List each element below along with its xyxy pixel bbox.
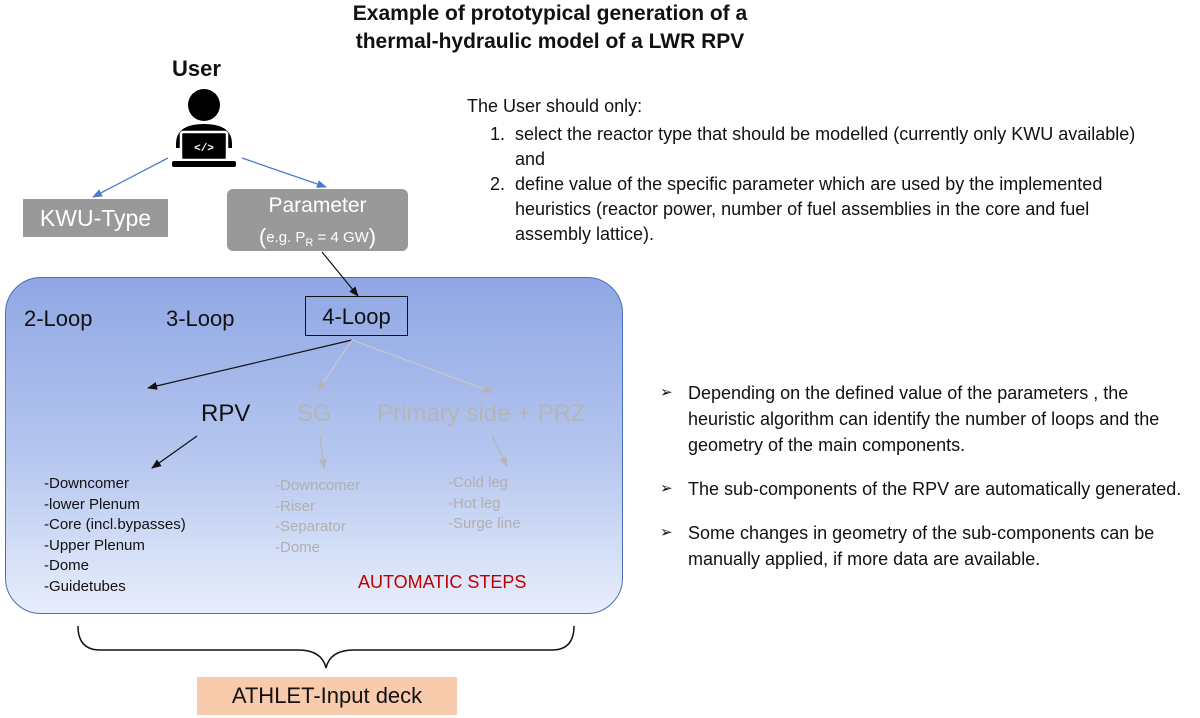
rpv-subcomponents: -Downcomer -lower Plenum -Core (incl.byp… xyxy=(44,474,186,597)
instructions-intro: The User should only: xyxy=(467,96,643,116)
arrow-4loop-to-primary xyxy=(351,339,493,393)
notes-list: ➢ Depending on the defined value of the … xyxy=(660,380,1195,590)
kwu-type-box: KWU-Type xyxy=(23,199,168,237)
curly-brace xyxy=(77,625,575,669)
arrow-parameter-to-4loop xyxy=(321,251,359,297)
user-laptop-icon: </> xyxy=(172,89,236,167)
arrow-primary-to-subcomponents xyxy=(491,435,508,467)
list-item: -Dome xyxy=(44,557,90,574)
list-item: -Downcomer xyxy=(44,475,130,492)
arrow-rpv-to-subcomponents xyxy=(151,435,198,469)
arrow-user-to-parameter xyxy=(241,157,327,188)
list-item: -Riser xyxy=(275,497,315,515)
user-label: User xyxy=(172,56,221,81)
sg-label: SG xyxy=(297,400,332,427)
list-item: -Guidetubes xyxy=(44,577,126,595)
loop-2: 2-Loop xyxy=(24,306,93,331)
list-item: ➢ Some changes in geometry of the sub-co… xyxy=(660,520,1195,572)
arrow-bullet-icon: ➢ xyxy=(660,384,673,401)
code-glyph: </> xyxy=(194,143,214,155)
title-line-1: Example of prototypical generation of a xyxy=(352,2,748,25)
parameter-formula: (e.g. PR = 4 GW) xyxy=(258,224,377,249)
parameter-label: Parameter xyxy=(268,194,367,217)
list-item: 1. select the reactor type that should b… xyxy=(490,124,1136,169)
kwu-type-label: KWU-Type xyxy=(39,205,152,231)
automatic-steps-region xyxy=(5,277,623,614)
list-item: ➢ The sub-components of the RPV are auto… xyxy=(660,476,1195,502)
list-item: 2. define value of the specific paramete… xyxy=(490,174,1103,244)
arrow-user-to-kwu xyxy=(92,157,169,198)
list-item: -Upper Plenum xyxy=(44,536,145,554)
list-item: -Dome xyxy=(275,538,321,556)
primary-subcomponents: -Cold leg -Hot leg -Surge line xyxy=(448,473,521,535)
loop-4-box: 4-Loop xyxy=(305,296,408,336)
parameter-box: Parameter (e.g. PR = 4 GW) xyxy=(227,189,408,251)
list-item: -Separator xyxy=(275,518,346,535)
list-item: -Cold leg xyxy=(448,474,509,491)
rpv-label: RPV xyxy=(201,400,251,427)
arrow-bullet-icon: ➢ xyxy=(660,524,673,541)
diagram-title: Example of prototypical generation of a … xyxy=(230,0,870,56)
sg-subcomponents: -Downcomer -Riser -Separator -Dome xyxy=(275,476,360,558)
list-item: -Core (incl.bypasses) xyxy=(44,516,186,533)
title-line-2: thermal-hydraulic model of a LWR RPV xyxy=(355,30,745,53)
list-item: -Hot leg xyxy=(448,494,501,512)
primary-side-label: Primary side + PRZ xyxy=(377,400,586,427)
arrow-4loop-to-rpv xyxy=(147,339,353,390)
list-item: -Surge line xyxy=(448,515,521,532)
loop-3: 3-Loop xyxy=(166,306,235,331)
arrow-4loop-to-sg xyxy=(317,339,353,391)
list-item: -lower Plenum xyxy=(44,495,140,513)
arrow-sg-to-subcomponents xyxy=(318,435,327,469)
arrow-bullet-icon: ➢ xyxy=(660,480,673,497)
list-item: -Downcomer xyxy=(275,477,361,494)
automatic-steps-label: AUTOMATIC STEPS xyxy=(358,572,527,592)
instructions-list: 1. select the reactor type that should b… xyxy=(467,122,1167,247)
list-item: ➢ Depending on the defined value of the … xyxy=(660,380,1195,458)
athlet-input-deck-box: ATHLET-Input deck xyxy=(197,677,457,715)
